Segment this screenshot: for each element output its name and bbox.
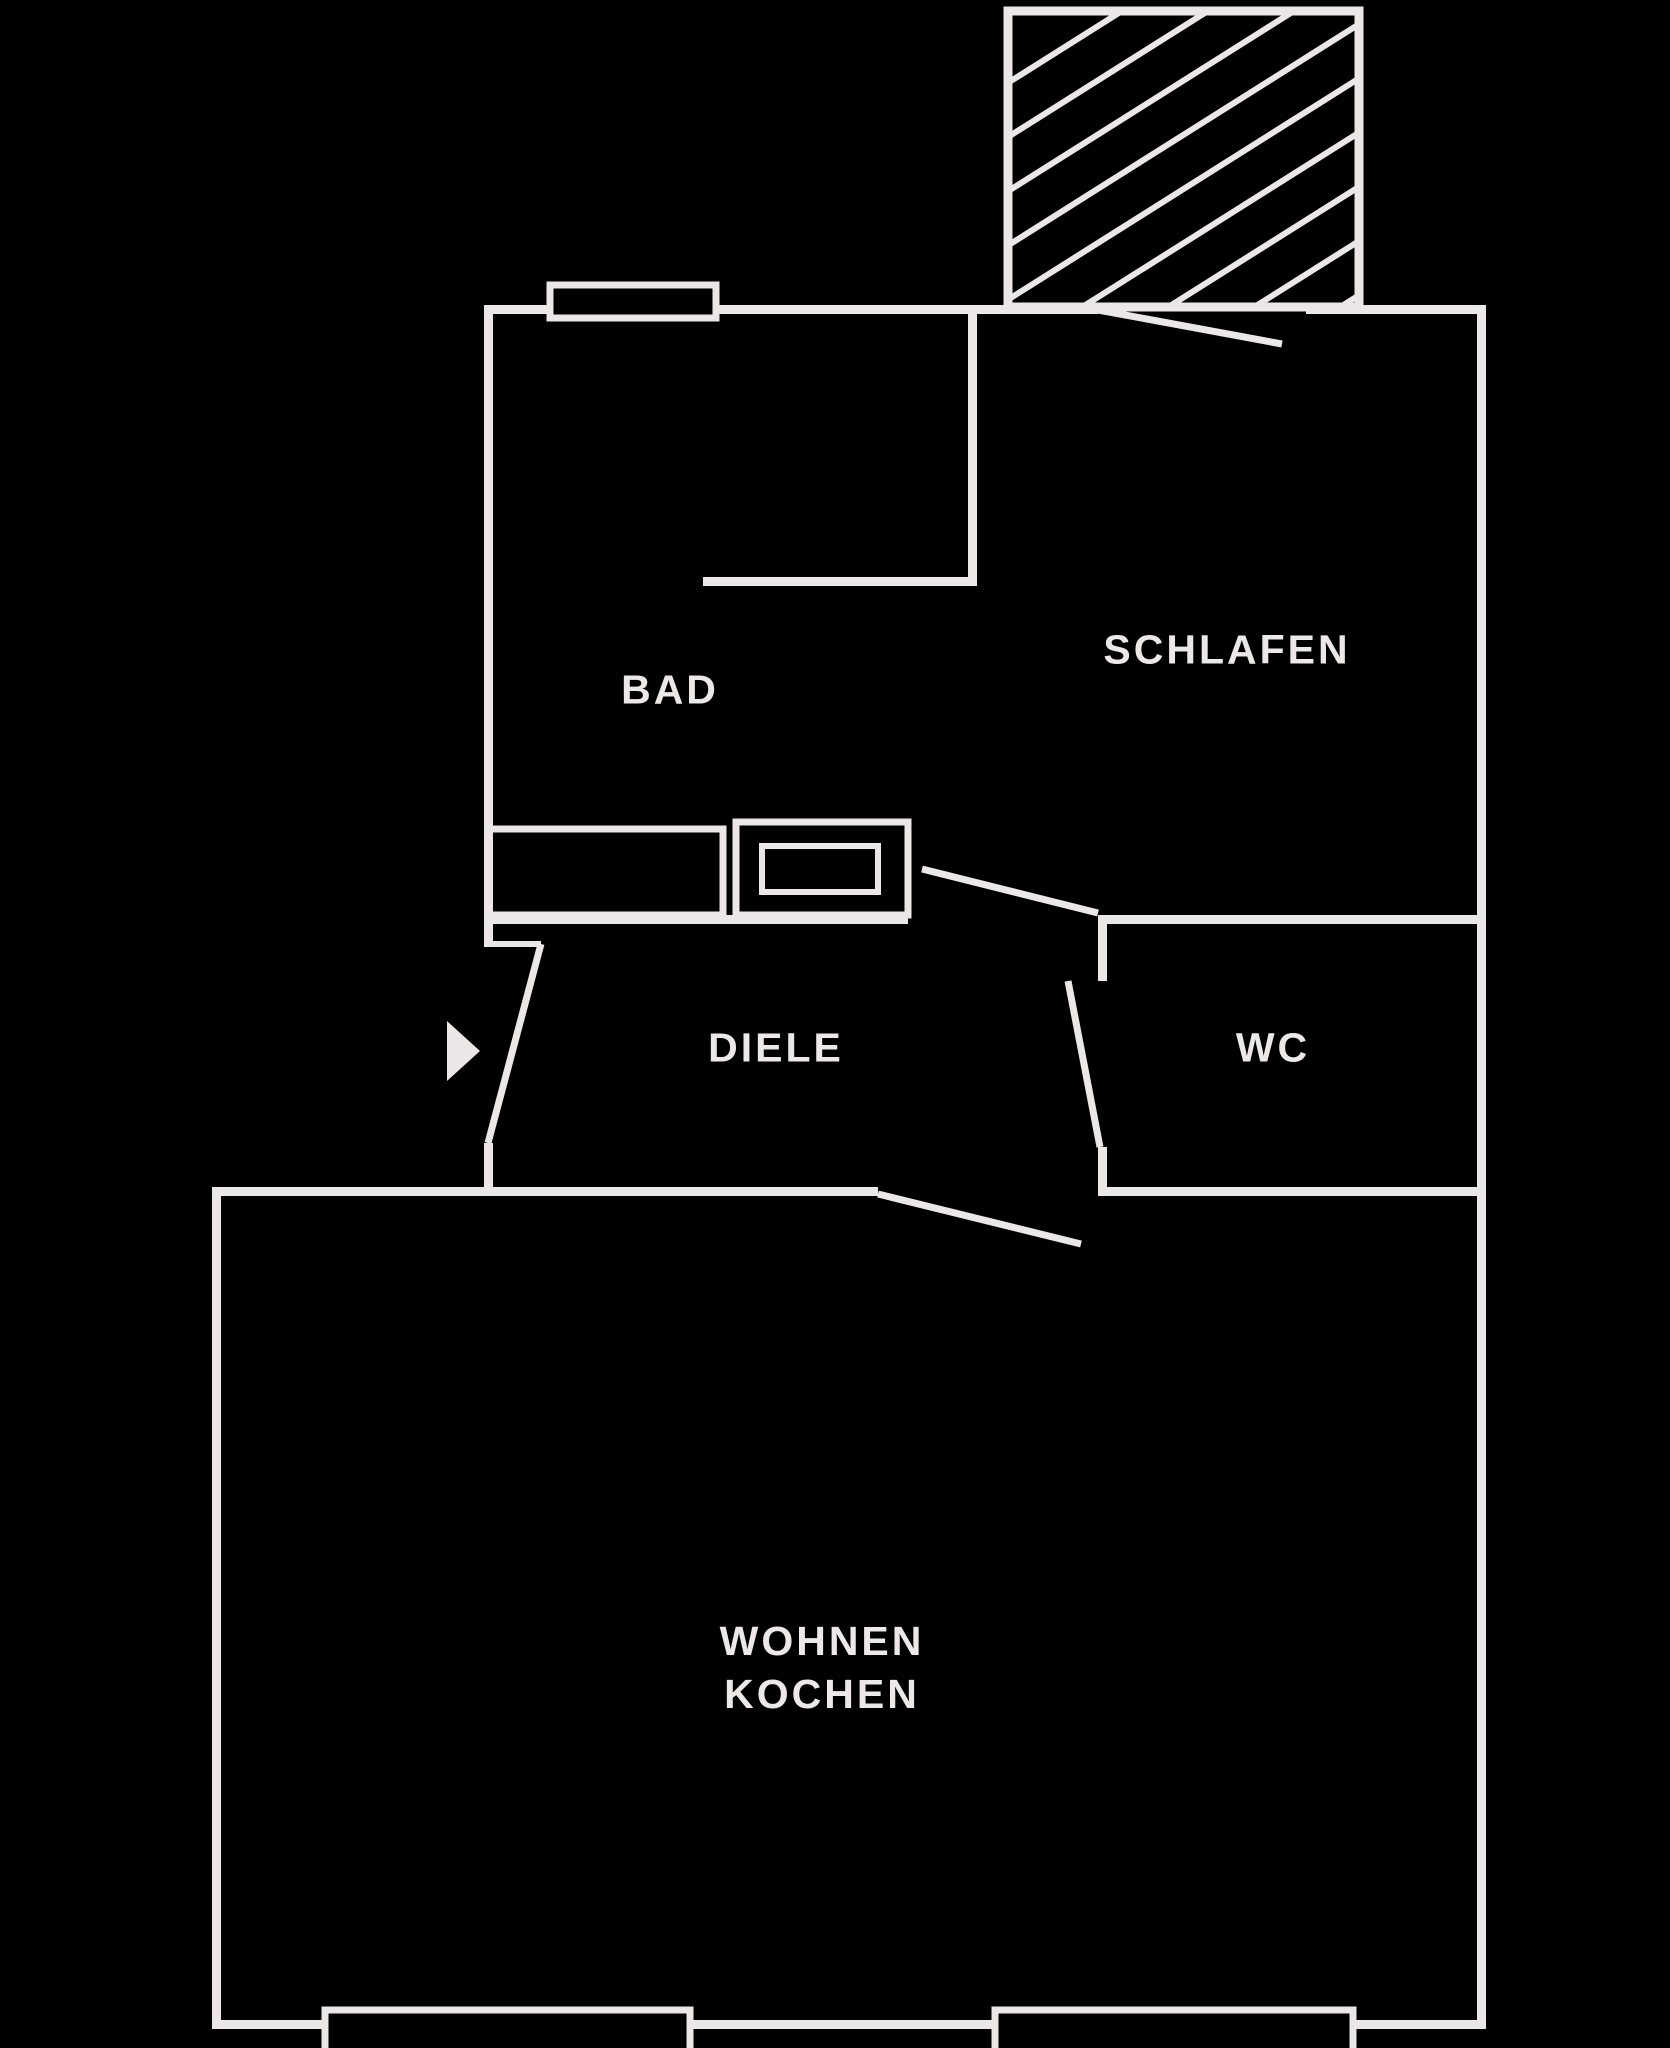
wall-diele-left-stub — [484, 1143, 493, 1196]
room-label-kochen-line: KOCHEN — [724, 1671, 920, 1717]
balcony-outline — [1003, 6, 1364, 312]
bath-fixtures — [484, 818, 912, 919]
wall-wc-top — [1098, 915, 1486, 924]
entrance-arrow-icon — [447, 1021, 480, 1081]
wall-wc-left-lower — [1098, 1147, 1107, 1196]
wall-bad-schlafen-horizontal — [703, 577, 977, 586]
room-label-wohnen-line: WOHNEN — [719, 1618, 925, 1664]
wc-door-leaf — [1064, 980, 1104, 1148]
window-living-right — [991, 2006, 1357, 2048]
room-label-wohnen-kochen: WOHNEN KOCHEN — [720, 1615, 925, 1721]
wall-living-bottom — [212, 2020, 1486, 2029]
wall-wc-bottom — [1098, 1187, 1486, 1196]
entrance-door-leaf — [484, 943, 545, 1144]
wall-bad-schlafen-vertical — [968, 305, 977, 586]
wall-entrance-door-header — [484, 941, 541, 947]
windows — [321, 281, 1357, 2048]
wall-top-left — [484, 305, 1098, 314]
doors — [484, 306, 1283, 1248]
wall-bad-bottom — [484, 915, 908, 924]
balcony-hatch — [1004, 7, 1363, 305]
wall-living-left — [212, 1187, 221, 2029]
wall-right — [1477, 305, 1486, 2029]
bad-fixture-box — [484, 825, 727, 919]
wall-top-right — [1306, 305, 1486, 314]
window-living-left — [321, 2006, 694, 2048]
room-label-schlafen: SCHLAFEN — [1103, 626, 1351, 673]
living-door-leaf — [877, 1190, 1082, 1248]
walls — [212, 305, 1486, 2029]
room-label-wc: WC — [1235, 1024, 1311, 1071]
wall-bad-left — [484, 305, 493, 944]
room-label-bad: BAD — [621, 666, 719, 713]
balcony-door-leaf — [1097, 306, 1283, 348]
balcony — [1003, 6, 1364, 312]
room-label-diele: DIELE — [708, 1024, 844, 1071]
wall-living-top — [212, 1187, 878, 1196]
bad-shaft-inner — [759, 843, 881, 895]
bad-shaft-outer — [732, 818, 912, 919]
wall-wc-left-upper — [1098, 915, 1107, 981]
window-bad — [546, 281, 720, 322]
schlafen-door-leaf — [921, 865, 1099, 917]
